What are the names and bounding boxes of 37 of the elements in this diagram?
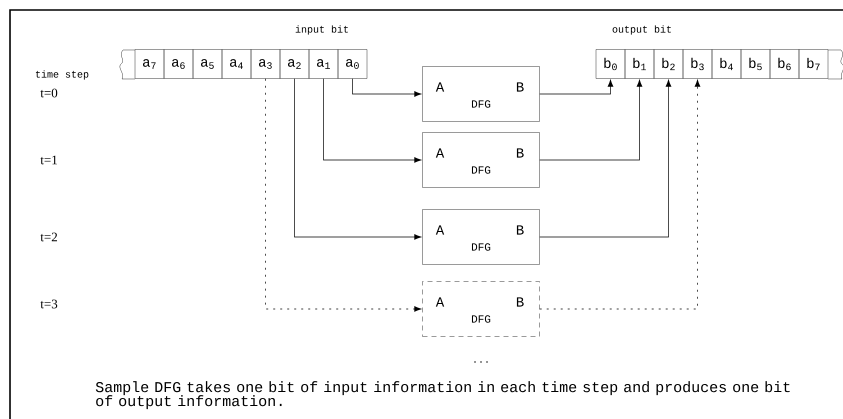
arrow [352, 78, 422, 97]
arrow [539, 80, 614, 94]
bit-cell: a$_{4}$ [222, 49, 252, 79]
time-label: t=3 [40, 300, 58, 308]
arrow [539, 80, 642, 160]
bit-cell: a$_{2}$ [280, 49, 310, 79]
bit-cell: a$_{1}$ [308, 49, 338, 79]
bit-cell: a$_{6}$ [164, 49, 194, 79]
arrow [323, 78, 422, 163]
arrow [294, 78, 422, 240]
bit-cell: b$_{0}$ [596, 49, 626, 79]
bit-cell: b$_{7}$ [798, 49, 828, 79]
bit-cell: a$_{5}$ [192, 49, 222, 79]
dfg-box: A B DFG [422, 132, 540, 188]
bit-label: output bit [612, 25, 671, 35]
axis-label: time step [36, 70, 88, 80]
bit-cell: b$_{5}$ [740, 49, 770, 79]
bit-cell: b$_{4}$ [712, 49, 742, 79]
time-label: t=0 [40, 88, 58, 98]
arrow [265, 78, 422, 312]
bit-cell: b$_{6}$ [770, 49, 800, 79]
arrow [539, 80, 672, 238]
time-label: t=1 [40, 156, 57, 164]
dfg-box: A B DFG [422, 209, 540, 265]
arrow [539, 80, 700, 310]
time-label: t=2 [40, 232, 58, 242]
bit-cell: a$_{0}$ [338, 49, 368, 79]
bit-cell: a$_{3}$ [250, 49, 280, 79]
dfg-box: A B DFG [422, 66, 540, 122]
dfg-box: A B DFG [422, 281, 540, 337]
bit-cell: b$_{2}$ [654, 49, 684, 79]
bit-cell: a$_{7}$ [134, 49, 164, 79]
bit-cell: b$_{1}$ [624, 49, 654, 79]
caption: Sample DFG takes one bit of input information in each time step and produces one bit of output information. [96, 381, 790, 410]
bit-label: input bit [296, 25, 348, 35]
ellipsis: ... [474, 361, 488, 363]
bit-cell: b$_{3}$ [682, 49, 712, 79]
